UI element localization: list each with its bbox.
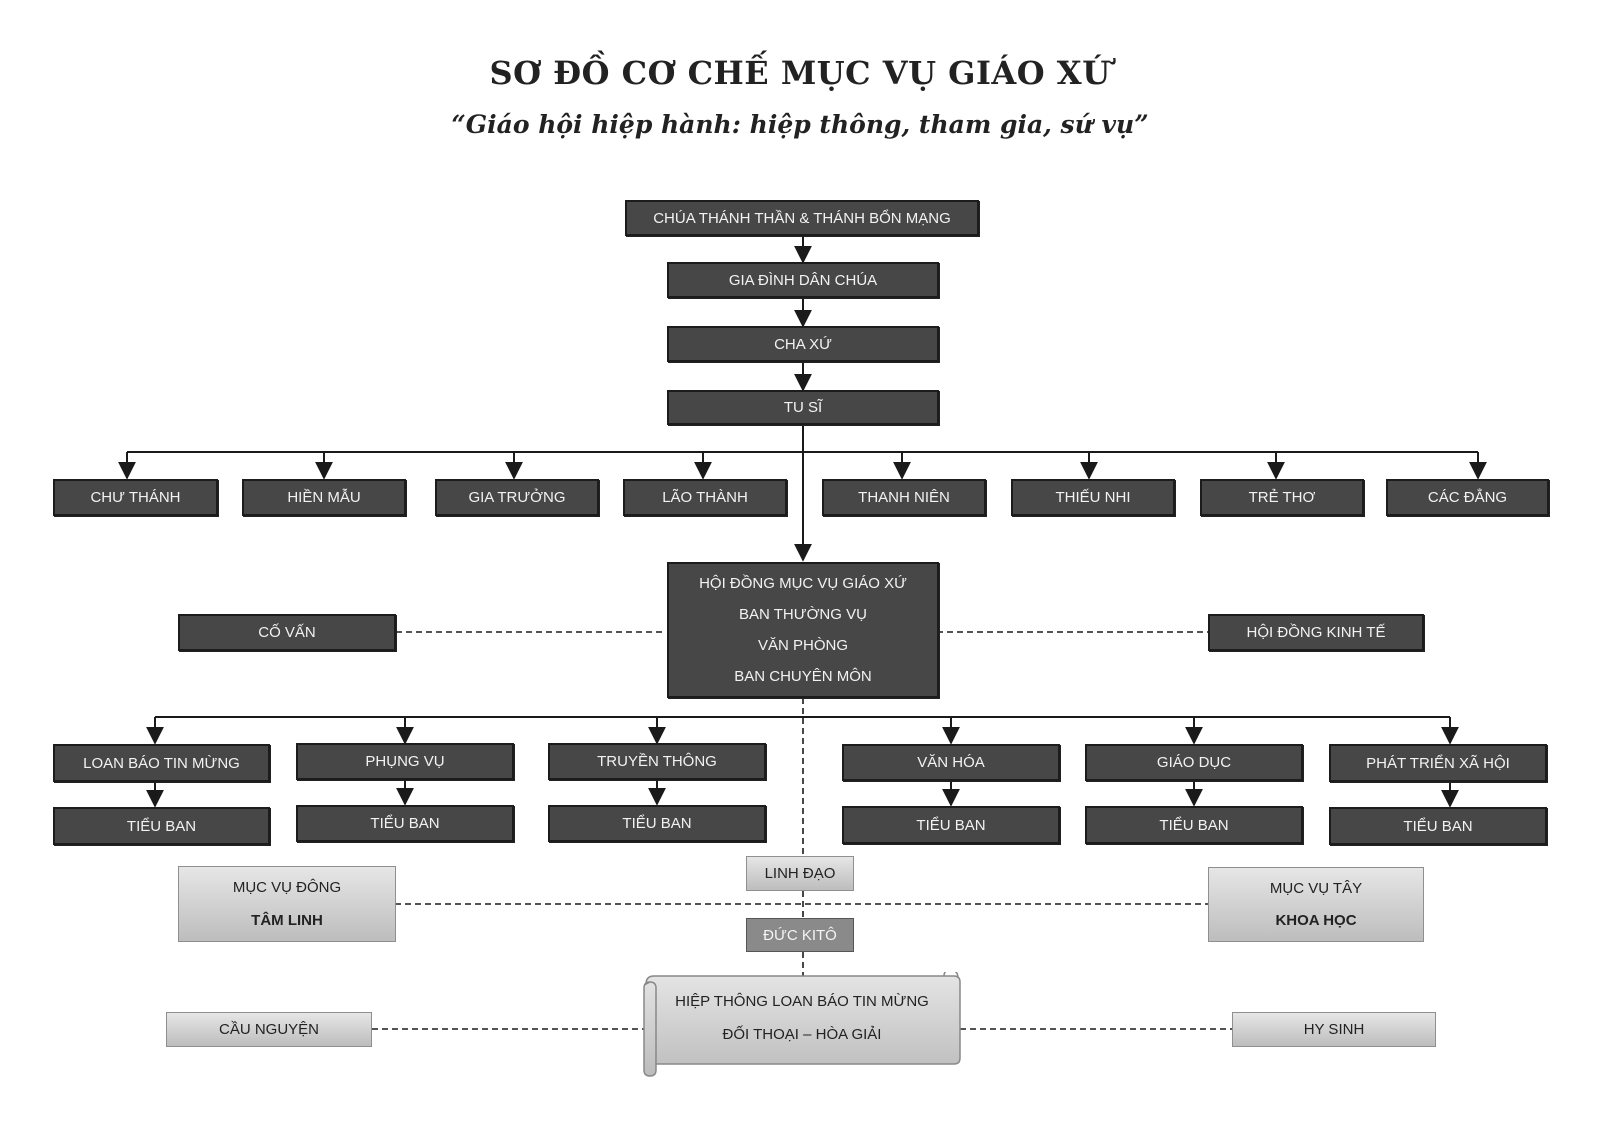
group-box-hien-mau: HIỀN MẪU xyxy=(242,479,406,516)
scroll-line-1: HIỆP THÔNG LOAN BÁO TIN MỪNG xyxy=(675,993,929,1010)
holy-spirit-box: CHÚA THÁNH THẦN & THÁNH BỔN MẠNG xyxy=(625,200,979,236)
page-subtitle: “Giáo hội hiệp hành: hiệp thông, tham gi… xyxy=(451,110,1149,139)
group-box-chu-thanh: CHƯ THÁNH xyxy=(53,479,218,516)
department-box: TRUYỀN THÔNG xyxy=(548,743,766,780)
department-box: VĂN HÓA xyxy=(842,744,1060,781)
religious-box: TU SĨ xyxy=(667,390,939,425)
sub-committee-box: TIỂU BAN xyxy=(842,806,1060,844)
department-box: LOAN BÁO TIN MỪNG xyxy=(53,744,270,782)
group-box-cac-dang: CÁC ĐẲNG xyxy=(1386,479,1549,516)
group-box-gia-truong: GIA TRƯỞNG xyxy=(435,479,599,516)
western-ministry-subtitle: KHOA HỌC xyxy=(1275,912,1357,930)
sub-committee-box: TIỂU BAN xyxy=(296,805,514,842)
department-box: GIÁO DỤC xyxy=(1085,744,1303,781)
spirituality-box: LINH ĐẠO xyxy=(746,856,854,891)
group-box-thieu-nhi: THIẾU NHI xyxy=(1011,479,1175,516)
christ-box: ĐỨC KITÔ xyxy=(746,918,854,952)
sub-committee-box: TIỂU BAN xyxy=(1085,806,1303,844)
scroll-line-2: ĐỐI THOẠI – HÒA GIẢI xyxy=(722,1026,882,1043)
scroll-shape xyxy=(643,972,961,1077)
group-box-thanh-nien: THANH NIÊN xyxy=(822,479,986,516)
council-line: VĂN PHÒNG xyxy=(757,637,848,654)
eastern-ministry-subtitle: TÂM LINH xyxy=(251,912,323,929)
council-line: HỘI ĐỒNG MỤC VỤ GIÁO XỨ xyxy=(699,575,907,592)
group-box-lao-thanh: LÃO THÀNH xyxy=(623,479,787,516)
people-of-god-box: GIA ĐÌNH DÂN CHÚA xyxy=(667,262,939,298)
parish-priest-box: CHA XỨ xyxy=(667,326,939,362)
advisor-box: CỐ VẤN xyxy=(178,614,396,651)
western-ministry-box: MỤC VỤ TÂY KHOA HỌC xyxy=(1208,867,1424,942)
department-box: PHÁT TRIỂN XÃ HỘI xyxy=(1329,744,1547,782)
sub-committee-box: TIỂU BAN xyxy=(1329,807,1547,845)
prayer-box: CẦU NGUYỆN xyxy=(166,1012,372,1047)
parish-council-box: HỘI ĐỒNG MỤC VỤ GIÁO XỨ BAN THƯỜNG VỤ VĂ… xyxy=(667,562,939,698)
eastern-ministry-title: MỤC VỤ ĐÔNG xyxy=(232,879,342,896)
sub-committee-box: TIỂU BAN xyxy=(53,807,270,845)
finance-council-box: HỘI ĐỒNG KINH TẾ xyxy=(1208,614,1424,651)
scroll-text: HIỆP THÔNG LOAN BÁO TIN MỪNG ĐỐI THOẠI –… xyxy=(652,972,952,1064)
sub-committee-box: TIỂU BAN xyxy=(548,805,766,842)
sacrifice-box: HY SINH xyxy=(1232,1012,1436,1047)
group-box-tre-tho: TRẺ THƠ xyxy=(1200,479,1364,516)
communion-scroll: HIỆP THÔNG LOAN BÁO TIN MỪNG ĐỐI THOẠI –… xyxy=(638,972,964,1077)
department-box: PHỤNG VỤ xyxy=(296,743,514,780)
council-line: BAN THƯỜNG VỤ xyxy=(739,606,867,623)
eastern-ministry-box: MỤC VỤ ĐÔNG TÂM LINH xyxy=(178,866,396,942)
western-ministry-title: MỤC VỤ TÂY xyxy=(1269,879,1363,897)
council-line: BAN CHUYÊN MÔN xyxy=(734,668,872,685)
page-title: SƠ ĐỒ CƠ CHẾ MỤC VỤ GIÁO XỨ xyxy=(489,54,1111,92)
